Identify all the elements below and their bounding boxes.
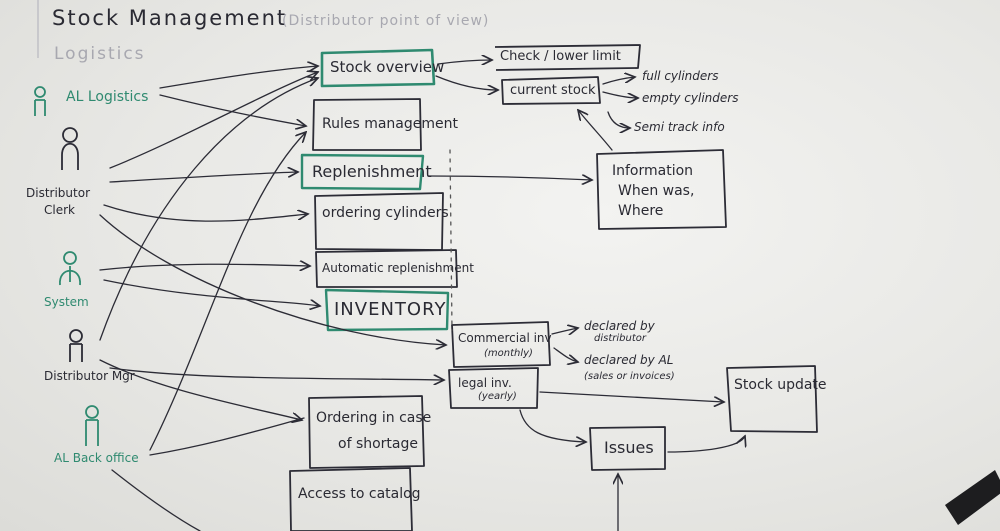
ordering-cylinders-label: ordering cylinders [322, 205, 449, 221]
clerk-to-ordering-arrow [103, 204, 308, 222]
current-to-semi-arrow [607, 111, 630, 128]
clerk-to-commercial-arrow [99, 214, 446, 345]
stock-overview-label: Stock overview [330, 58, 445, 76]
replenishment-box [300, 153, 425, 191]
al-logistics-figure [34, 86, 46, 116]
actor-system: System [44, 295, 89, 309]
section-logistics: Logistics [54, 44, 146, 64]
information-box [596, 149, 727, 230]
backoffice-down-line [111, 469, 201, 531]
legal-inv-label: legal inv. [458, 376, 512, 390]
stock-update-box [726, 365, 818, 433]
replenishment-label: Replenishment [312, 162, 432, 181]
backoffice-to-shortage-arrow [149, 417, 305, 456]
automatic-replenishment-label: Automatic replenishment [322, 261, 474, 275]
current-to-full-arrow [602, 77, 635, 85]
note-declared-al-line1: declared by AL [584, 353, 674, 367]
board-subtitle: (Distributor point of view) [282, 13, 490, 29]
marker-pen [945, 470, 1000, 525]
issues-label: Issues [604, 438, 654, 457]
note-declared-distributor-line1: declared by [584, 319, 655, 333]
actor-distributor-clerk-line2: Clerk [44, 203, 75, 217]
actor-al-back-office: AL Back office [54, 451, 139, 465]
commercial-inv-label: Commercial inv [458, 331, 552, 345]
mgr-to-legal-arrow [109, 367, 444, 380]
legal-to-stock-update-arrow [539, 391, 724, 402]
al-back-office-figure [85, 405, 99, 446]
distributor-mgr-figure [69, 329, 83, 362]
legal-inv-note: (yearly) [478, 391, 517, 402]
note-empty-cylinders: empty cylinders [642, 91, 739, 105]
board-title: Stock Management [52, 6, 288, 30]
legal-inv-box [448, 367, 539, 409]
access-catalog-box [289, 467, 413, 531]
rules-management-box [312, 98, 422, 151]
ordering-shortage-label-line1: Ordering in case [316, 410, 432, 426]
stock-overview-to-check-arrow [437, 60, 492, 64]
actor-distributor-mgr: Distributor Mgr [44, 369, 135, 383]
commercial-inv-box [451, 321, 551, 368]
actor-al-logistics: AL Logistics [66, 89, 149, 105]
current-stock-box [501, 76, 601, 105]
system-to-inventory-arrow [103, 279, 320, 306]
stock-overview-box [320, 48, 436, 88]
information-label-line1: Information [612, 163, 694, 179]
ordering-cylinders-box [314, 192, 444, 251]
note-full-cylinders: full cylinders [642, 69, 719, 83]
actor-distributor-clerk-line1: Distributor [26, 186, 91, 200]
note-semi-track-info: Semi track info [634, 120, 725, 134]
automatic-replenishment-box [315, 249, 458, 288]
dotted-divider [449, 149, 453, 331]
inventory-box [324, 288, 450, 332]
distributor-clerk-figure [61, 127, 79, 170]
stock-update-label: Stock update [734, 377, 827, 393]
legal-to-issues-arrow [519, 409, 586, 442]
logistics-to-stock-overview-arrow [159, 66, 318, 89]
inventory-label: INVENTORY [334, 299, 447, 320]
note-declared-al-line2: (sales or invoices) [584, 371, 675, 382]
backoffice-to-rules-arrow [149, 132, 306, 451]
information-to-current-arrow [578, 110, 613, 151]
check-limit-box [494, 44, 641, 71]
commercial-inv-note: (monthly) [484, 348, 533, 359]
system-figure [59, 251, 81, 286]
issues-to-stock-update-arrow [667, 436, 745, 453]
clerk-to-replenishment-arrow [109, 172, 298, 183]
stock-overview-to-current-arrow [435, 75, 498, 90]
rules-management-label: Rules management [322, 116, 459, 132]
commercial-to-al-arrow [553, 347, 578, 362]
mgr-to-stock-overview-arrow [99, 78, 318, 341]
access-catalog-label: Access to catalog [298, 486, 421, 502]
mgr-to-ordering-shortage-arrow [99, 359, 302, 420]
current-stock-label: current stock [510, 83, 596, 98]
replenishment-to-information-arrow [427, 176, 592, 180]
information-label-line3: Where [618, 203, 664, 219]
check-limit-label: Check / lower limit [500, 49, 621, 64]
information-label-line2: When was, [618, 183, 695, 199]
note-declared-distributor-line2: distributor [594, 333, 646, 344]
current-to-empty-arrow [602, 91, 638, 98]
issues-box [589, 426, 666, 471]
ordering-shortage-box [308, 395, 425, 469]
ordering-shortage-label-line2: of shortage [338, 436, 419, 452]
logistics-to-rules-arrow [159, 94, 306, 126]
clerk-to-stock-overview-arrow [109, 72, 318, 169]
commercial-to-distributor-arrow [551, 328, 578, 334]
system-to-automatic-arrow [99, 264, 310, 270]
